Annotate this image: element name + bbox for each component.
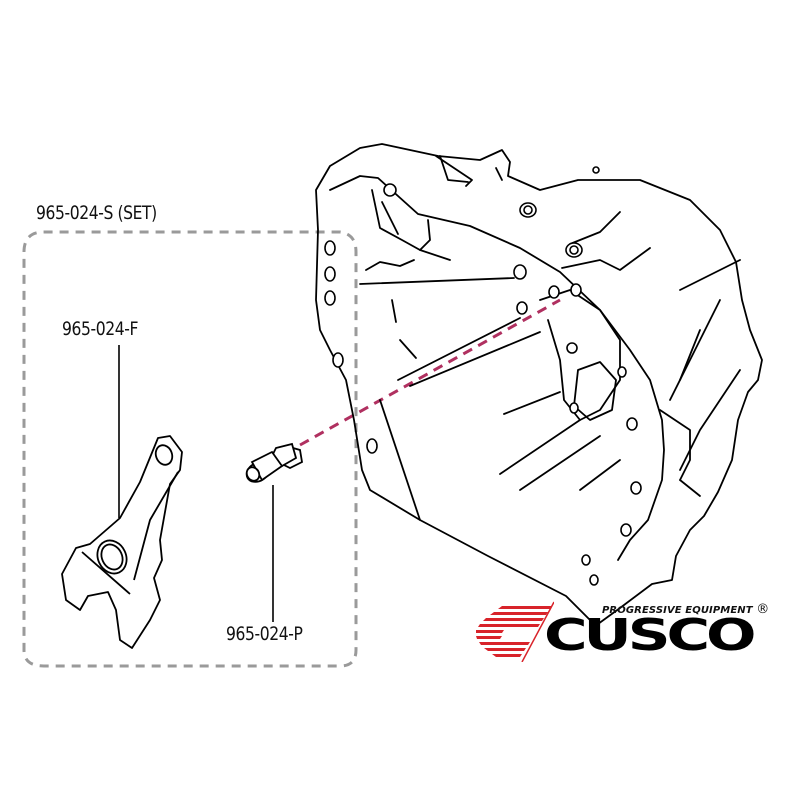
set-label: 965-024-S (SET) <box>36 202 157 224</box>
clutch-fork <box>61 435 183 649</box>
bell-housing <box>315 143 763 625</box>
cusco-swoosh-icon <box>476 601 554 662</box>
registered-mark-icon: ® <box>756 602 770 617</box>
assembly-line <box>299 298 561 447</box>
fork-part-label: 965-024-F <box>62 318 138 340</box>
pivot-part-label: 965-024-P <box>226 623 303 645</box>
brand-name: CUSCO <box>544 610 757 661</box>
pivot-ball-stud <box>245 442 303 483</box>
bolt-holes <box>324 166 642 586</box>
cusco-logo: PROGRESSIVE EQUIPMENT ® CUSCO <box>474 600 774 662</box>
brand-tagline: PROGRESSIVE EQUIPMENT ® <box>602 602 770 617</box>
set-group-border <box>22 230 358 668</box>
